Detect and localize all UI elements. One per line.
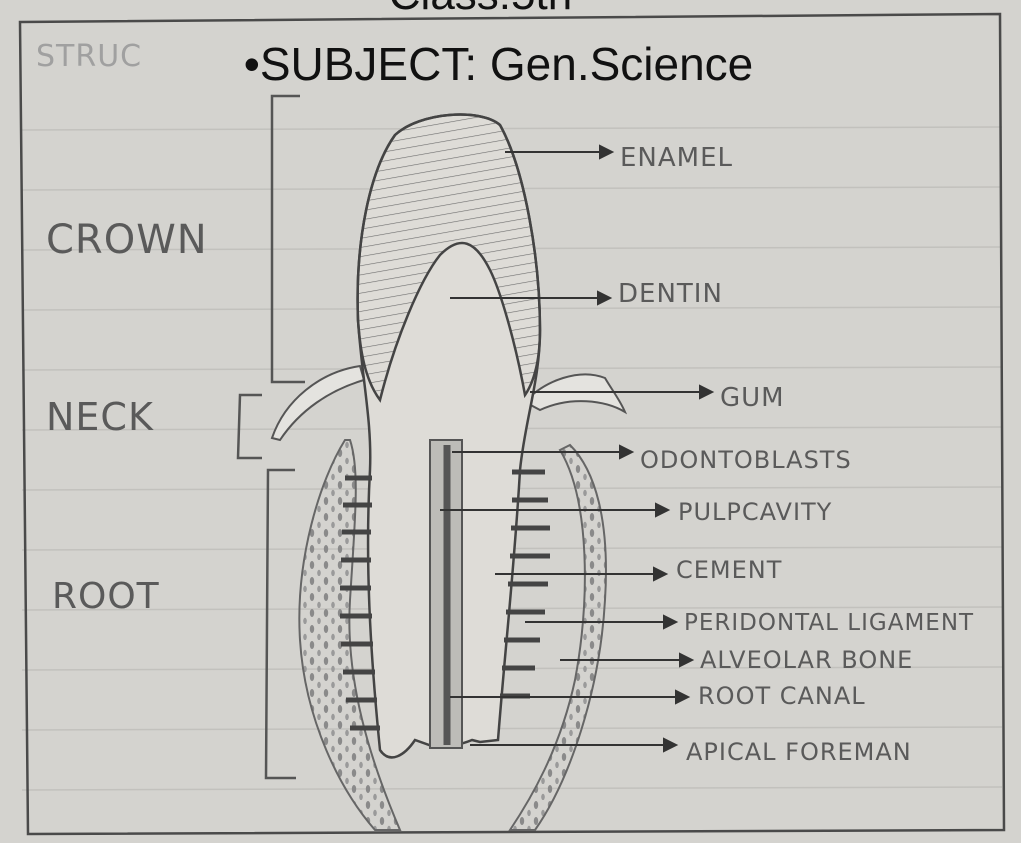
crown-bracket: [272, 96, 305, 382]
arrowhead: [656, 504, 668, 516]
label-crown: CROWN: [46, 217, 208, 263]
ruled-line: [22, 727, 1002, 730]
ruled-line: [22, 127, 1002, 130]
arrowhead: [664, 739, 676, 751]
arrowhead: [676, 691, 688, 703]
arrowhead: [620, 446, 632, 458]
arrowhead: [600, 146, 612, 158]
label-neck: NECK: [46, 395, 154, 439]
label-pulpcavity: PULPCAVITY: [678, 498, 832, 526]
label-gum: GUM: [720, 383, 785, 413]
class-heading: Class:5th: [0, 0, 991, 20]
arrowhead: [654, 568, 666, 580]
arrowhead: [664, 616, 676, 628]
label-periodontal-ligament: PERIDONTAL LIGAMENT: [684, 610, 974, 636]
label-enamel: ENAMEL: [620, 143, 733, 173]
ruled-line: [22, 787, 1002, 790]
label-odontoblasts: ODONTOBLASTS: [640, 446, 852, 474]
label-cement: CEMENT: [676, 556, 782, 584]
arrowhead: [598, 292, 610, 304]
gum-right: [525, 374, 625, 412]
label-root-canal: ROOT CANAL: [698, 682, 866, 710]
neck-bracket: [238, 395, 262, 458]
root-bracket: [266, 470, 296, 778]
label-dentin: DENTIN: [618, 279, 723, 309]
label-apical-foreman: APICAL FOREMAN: [686, 738, 912, 766]
arrowhead: [700, 386, 712, 398]
label-root: ROOT: [52, 576, 160, 617]
label-alveolar-bone: ALVEOLAR BONE: [700, 646, 913, 674]
arrowhead: [680, 654, 692, 666]
subject-heading: •SUBJECT: Gen.Science: [0, 37, 1009, 91]
